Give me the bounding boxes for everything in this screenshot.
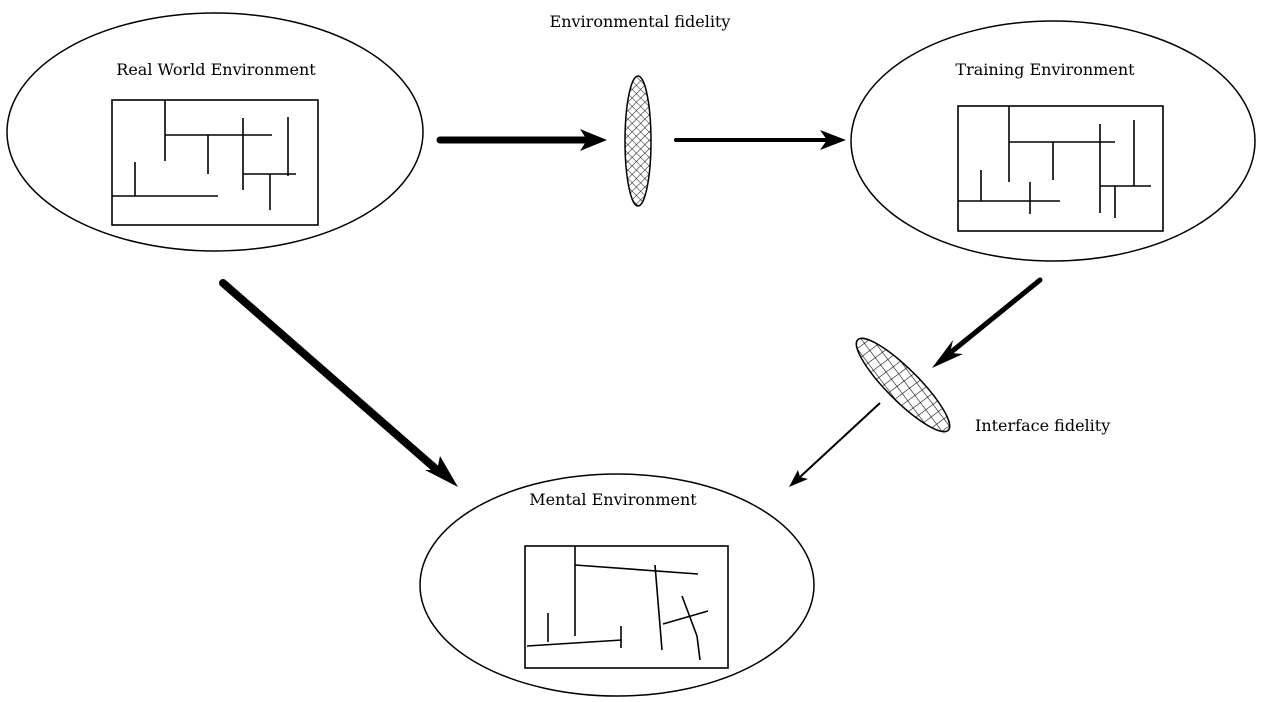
environmental-fidelity-label: Environmental fidelity <box>550 12 731 31</box>
arrow-filter-to-training <box>674 130 846 150</box>
arrow-filter-to-mental <box>789 402 881 487</box>
arrow-training-to-filter <box>932 277 1043 368</box>
training-label: Training Environment <box>955 60 1135 79</box>
interface-fidelity-filter: Interface fidelity <box>855 337 1110 435</box>
real-world-floorplan-border <box>111 99 319 226</box>
training-ellipse <box>850 20 1256 262</box>
mental-floorplan <box>524 545 729 669</box>
training-environment-node: Training Environment <box>850 20 1256 262</box>
real-world-label: Real World Environment <box>116 60 316 79</box>
mental-environment-node: Mental Environment <box>419 473 815 697</box>
environmental-fidelity-filter: Environmental fidelity <box>550 12 731 207</box>
real-world-floorplan <box>111 99 319 226</box>
real-world-environment-node: Real World Environment <box>6 12 424 252</box>
arrow-real-to-mental <box>219 279 458 487</box>
mental-label: Mental Environment <box>529 490 697 509</box>
interface-fidelity-lens <box>855 337 951 433</box>
mental-ellipse <box>419 473 815 697</box>
arrow-real-to-filter <box>436 129 607 151</box>
mental-floorplan-border <box>524 545 729 669</box>
environmental-fidelity-lens <box>624 75 652 207</box>
training-floorplan-border <box>957 105 1164 232</box>
interface-fidelity-label: Interface fidelity <box>975 416 1110 435</box>
real-world-ellipse <box>6 12 424 252</box>
training-floorplan <box>957 105 1164 232</box>
